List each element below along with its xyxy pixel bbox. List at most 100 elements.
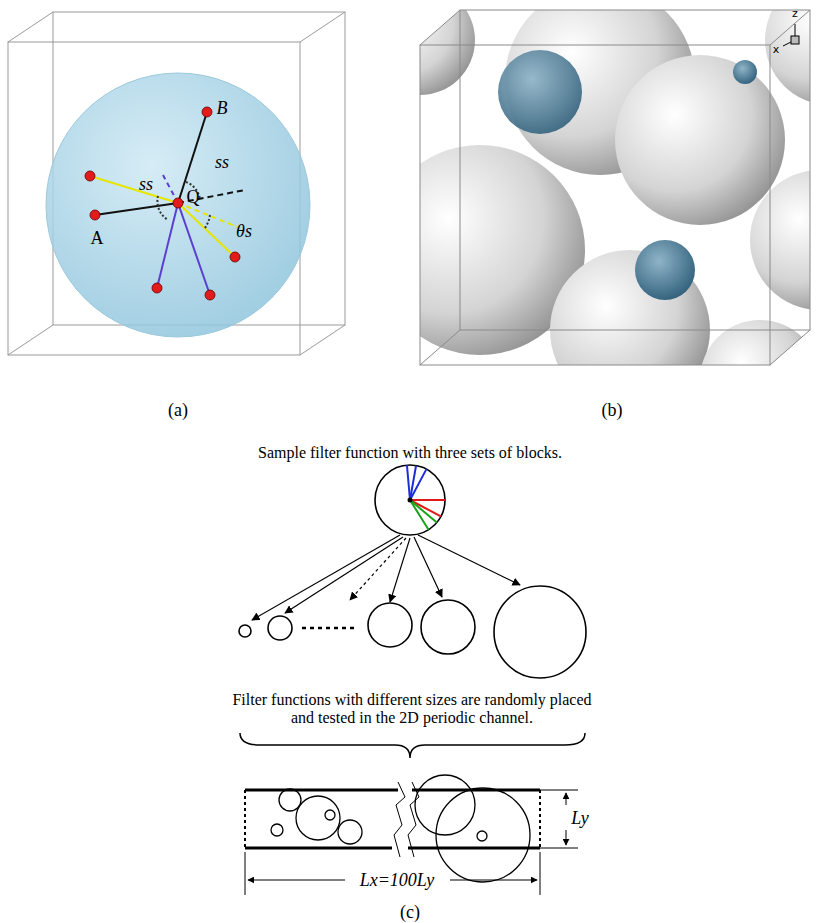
- illustration-line: [245, 852, 246, 895]
- illustration-line: [300, 325, 345, 355]
- figure-label: z: [792, 8, 798, 21]
- illustration-circle: [368, 603, 412, 647]
- figure-label: (a): [168, 400, 188, 421]
- sample-filter-circle: Sample filter function with three sets o…: [254, 444, 566, 538]
- illustration-circle: [279, 789, 301, 811]
- illustration-path: [205, 215, 210, 228]
- illustration-circle: [325, 810, 335, 820]
- illustration-line: [420, 330, 460, 365]
- illustration-circle: [436, 788, 530, 882]
- illustration-circle: [615, 55, 785, 225]
- illustration-circle: [733, 60, 757, 84]
- illustration-circle: [230, 252, 240, 262]
- figure-label: (b): [602, 400, 623, 421]
- channel: [245, 775, 540, 882]
- illustration-line: [245, 789, 398, 792]
- illustration-line: [390, 538, 410, 602]
- illustration-circle: [271, 824, 283, 836]
- figure-label: Lx=100Ly: [357, 870, 438, 891]
- illustration-line: [770, 330, 810, 365]
- illustration-line: [300, 12, 345, 42]
- illustration-path: [394, 782, 405, 857]
- illustration-line: [178, 203, 240, 228]
- packed-spheres: [365, 0, 819, 440]
- illustration-line: [244, 790, 246, 848]
- illustration-line: [566, 830, 567, 845]
- block-line: [407, 465, 410, 500]
- illustration-circle: [477, 831, 487, 841]
- figure-label: Ly: [568, 808, 591, 829]
- filter-outline: [375, 465, 445, 535]
- illustration-line: [408, 847, 540, 850]
- size-circles: [239, 586, 586, 678]
- illustration-circle: [202, 107, 212, 117]
- illustration-circle: [421, 600, 475, 654]
- illustration-rect: [420, 45, 770, 365]
- cube-outline-a: [8, 12, 345, 355]
- illustration-circle: [765, 0, 819, 105]
- illustration-line: [248, 880, 345, 881]
- block-line: [410, 469, 426, 500]
- illustration-line: [414, 537, 442, 597]
- figure-label: θs: [236, 221, 252, 242]
- illustration-circle: [152, 283, 162, 293]
- illustration-line: [8, 12, 53, 42]
- illustration-line: [540, 848, 578, 849]
- illustration-line: [539, 790, 541, 848]
- illustration-line: [302, 627, 355, 630]
- center-dot: [408, 498, 413, 503]
- figure-label: x: [773, 44, 780, 57]
- block-line: [410, 500, 429, 530]
- illustration-circle: [635, 240, 695, 300]
- figure-label: ss: [139, 174, 153, 195]
- illustration-rect: [791, 36, 799, 44]
- illustration-line: [157, 203, 178, 288]
- illustration-circle: [338, 820, 362, 844]
- brace: [240, 733, 585, 758]
- illustration-circle: [494, 586, 586, 678]
- block-line: [410, 499, 445, 501]
- illustration-circle: [498, 50, 582, 134]
- illustration-circle: [700, 320, 819, 440]
- axis-triad: [783, 24, 799, 46]
- illustration-line: [540, 790, 578, 791]
- illustration-line: [8, 325, 53, 355]
- illustration-circle: [239, 625, 251, 637]
- filter-circle-shape: [254, 462, 566, 538]
- block-line: [410, 500, 437, 522]
- illustration-line: [95, 203, 178, 215]
- illustration-line: [450, 880, 537, 881]
- illustration-line: [90, 176, 178, 203]
- ellipsis-dots: [302, 627, 355, 630]
- illustration-line: [350, 538, 406, 600]
- illustration-circle: [296, 796, 340, 840]
- node-heading: Sample filter function with three sets o…: [254, 444, 566, 462]
- illustration-circle: [90, 210, 100, 220]
- illustration-line: [178, 203, 210, 295]
- sphere-points: [85, 107, 240, 300]
- illustration-circle: [750, 170, 819, 310]
- illustration-circle: [85, 171, 95, 181]
- illustration-circle: [415, 775, 475, 835]
- illustration-line: [540, 852, 541, 895]
- size-arrows: [252, 535, 520, 620]
- illustration-rect: [460, 10, 810, 330]
- sphere: [46, 73, 310, 337]
- illustration-line: [566, 793, 567, 805]
- illustration-line: [420, 10, 460, 45]
- illustration-line: [770, 10, 810, 45]
- illustration-circle: [268, 616, 292, 640]
- caption-text: Filter functions with different sizes ar…: [227, 691, 597, 728]
- figure-label: A: [91, 228, 104, 249]
- figure-label: (c): [400, 902, 420, 923]
- illustration-path: [157, 196, 168, 220]
- sphere-lines: [90, 112, 245, 295]
- illustration-line: [418, 535, 520, 585]
- figure-label: ss: [215, 152, 229, 173]
- illustration-circle: [205, 290, 215, 300]
- illustration-line: [245, 847, 392, 850]
- illustration-circle: [173, 198, 183, 208]
- figure-label: Q: [187, 187, 200, 208]
- figure-label: B: [217, 98, 228, 119]
